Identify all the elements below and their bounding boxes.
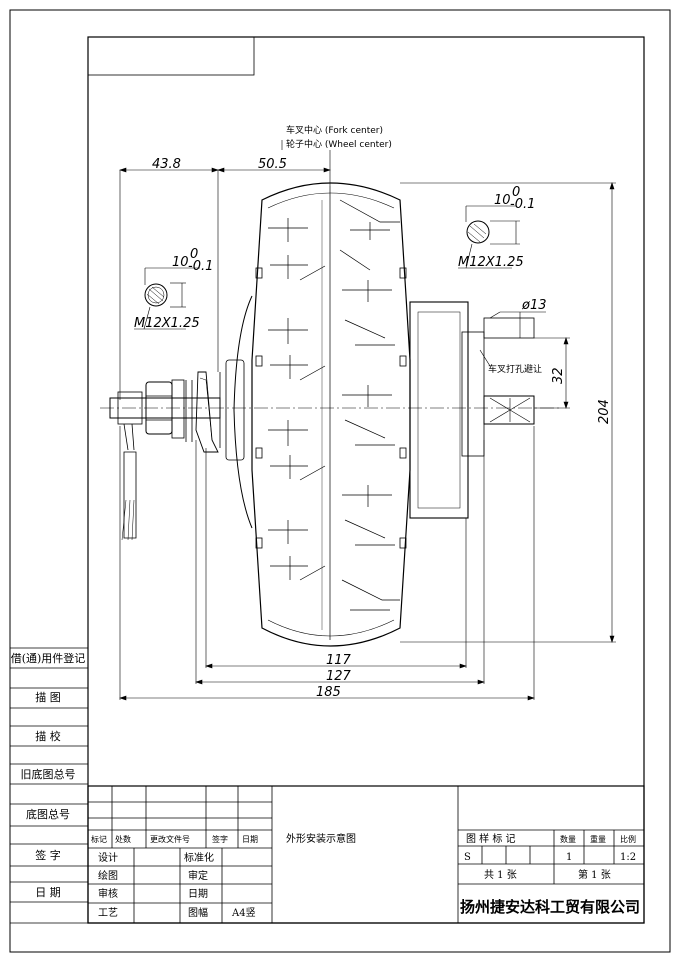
side-registration: 借(通)用件登记 <box>11 651 86 665</box>
dim-50-5: 50.5 <box>258 157 287 172</box>
total-sheets: 共 1 张 <box>484 869 517 881</box>
dim-32: 32 <box>551 367 566 384</box>
hub-motor-drawing <box>100 182 560 647</box>
tol-upper-right: 0 <box>512 185 520 200</box>
row-design: 设计 <box>98 851 118 864</box>
side-date: 日 期 <box>35 886 61 899</box>
left-axle-section <box>144 283 168 307</box>
side-old-base-number: 旧底图总号 <box>21 767 76 781</box>
left-side-cover <box>233 295 253 529</box>
thread-left: M12X1.25 <box>134 316 200 331</box>
dim-43-8: 43.8 <box>152 157 181 172</box>
sheet-number: 第 1 张 <box>578 868 611 881</box>
side-registration-table <box>10 647 88 924</box>
row-review: 审核 <box>98 887 118 900</box>
side-trace: 描 图 <box>35 690 61 704</box>
tol-lower-left: -0.1 <box>188 259 213 274</box>
side-trace-check: 描 校 <box>35 729 61 743</box>
outer-border <box>9 9 671 953</box>
dim-204: 204 <box>597 399 612 424</box>
qty-value: 1 <box>566 852 572 863</box>
drawing-title: 外形安装示意图 <box>286 832 356 845</box>
scale-label: 比例 <box>620 834 636 844</box>
header-count: 处数 <box>115 834 131 844</box>
sample-mark-label: 图 样 标 记 <box>466 832 516 845</box>
side-base-number: 底图总号 <box>26 807 70 821</box>
weight-label: 重量 <box>590 834 606 844</box>
scale-value: 1:2 <box>620 852 636 863</box>
motor-cable <box>123 423 137 539</box>
dim-phi13: ø13 <box>521 298 547 313</box>
company-name: 扬州捷安达科工贸有限公司 <box>460 898 640 916</box>
thread-right: M12X1.25 <box>458 255 524 270</box>
torque-washer <box>195 371 219 453</box>
standardize-label: 标准化 <box>184 851 214 864</box>
qty-label: 数量 <box>560 834 576 844</box>
dimension-lines <box>119 140 616 701</box>
approve-label: 审定 <box>188 869 208 882</box>
header-date: 日期 <box>242 835 258 844</box>
fork-clearance-note: 车叉打孔避让 <box>488 363 542 375</box>
fork-center-note: 车叉中心 (Fork center) <box>286 124 383 136</box>
header-sign: 签字 <box>212 834 228 844</box>
dim-flat-left: 10 <box>172 255 189 270</box>
header-change-doc: 更改文件号 <box>150 834 190 844</box>
title-block-grid <box>87 785 645 924</box>
side-signature: 签 字 <box>35 848 61 862</box>
tol-lower-right: -0.1 <box>510 197 535 212</box>
right-axle <box>483 317 535 339</box>
row-process: 工艺 <box>98 907 118 919</box>
dim-117: 117 <box>326 653 352 668</box>
tire-outline <box>251 182 411 647</box>
sheet-size-value: A4竖 <box>231 907 256 919</box>
tol-upper-left: 0 <box>190 247 198 262</box>
date-label: 日期 <box>188 888 208 900</box>
right-axle-section <box>466 220 490 244</box>
header-mark: 标记 <box>91 834 107 844</box>
row-draw: 绘图 <box>98 869 118 882</box>
dim-127: 127 <box>326 669 352 684</box>
top-left-code-box <box>87 36 255 76</box>
wheel-center-note: 轮子中心 (Wheel center) <box>286 138 392 150</box>
dim-185: 185 <box>316 685 341 700</box>
tire-tread-pattern <box>268 186 400 640</box>
dim-flat-right: 10 <box>494 193 511 208</box>
right-hub-flange <box>409 301 469 519</box>
rim-bolts <box>255 267 407 549</box>
mark-s: S <box>464 852 471 863</box>
sheet-size-label: 图幅 <box>188 906 208 919</box>
